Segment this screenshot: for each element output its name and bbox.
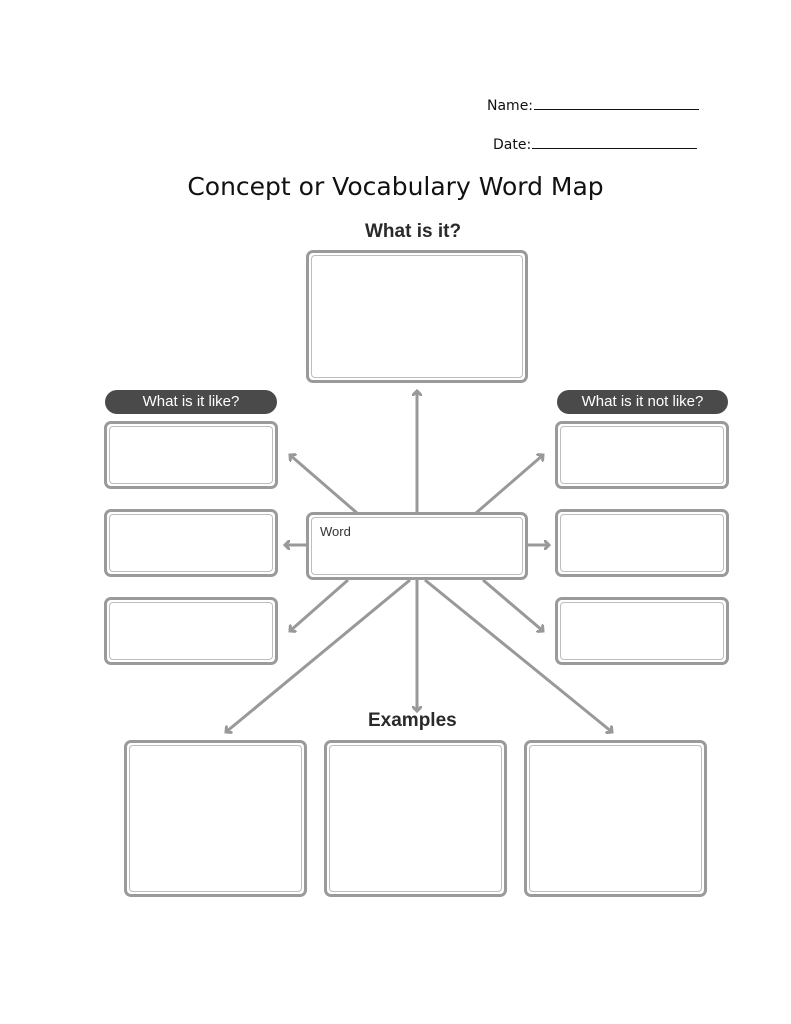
word-label: Word bbox=[320, 524, 351, 539]
example-box-3[interactable] bbox=[524, 740, 707, 897]
date-line[interactable] bbox=[532, 134, 698, 149]
not-like-box-3[interactable] bbox=[555, 597, 729, 665]
name-line[interactable] bbox=[534, 95, 700, 110]
arrow-lower-right bbox=[482, 578, 543, 631]
not-like-box-1[interactable] bbox=[555, 421, 729, 489]
like-box-1[interactable] bbox=[104, 421, 278, 489]
example-box-1[interactable] bbox=[124, 740, 307, 897]
arrow-example-right bbox=[424, 578, 612, 732]
date-field[interactable]: Date: bbox=[493, 134, 698, 153]
what-is-it-not-like-pill: What is it not like? bbox=[557, 390, 728, 414]
not-like-box-2[interactable] bbox=[555, 509, 729, 577]
word-box[interactable]: Word bbox=[306, 512, 528, 580]
arrow-lower-left bbox=[290, 578, 349, 631]
arrow-upper-left bbox=[290, 455, 358, 515]
arrow-upper-right bbox=[475, 455, 543, 515]
date-label: Date: bbox=[493, 137, 532, 153]
what-is-it-box[interactable] bbox=[306, 250, 528, 383]
name-field[interactable]: Name: bbox=[487, 95, 700, 114]
like-box-2[interactable] bbox=[104, 509, 278, 577]
page-title: Concept or Vocabulary Word Map bbox=[187, 172, 604, 201]
name-label: Name: bbox=[487, 98, 534, 114]
like-box-3[interactable] bbox=[104, 597, 278, 665]
what-is-it-like-pill: What is it like? bbox=[105, 390, 277, 414]
example-box-2[interactable] bbox=[324, 740, 507, 897]
what-is-it-heading: What is it? bbox=[365, 221, 462, 242]
arrow-example-left bbox=[226, 578, 411, 732]
examples-heading: Examples bbox=[368, 710, 457, 731]
